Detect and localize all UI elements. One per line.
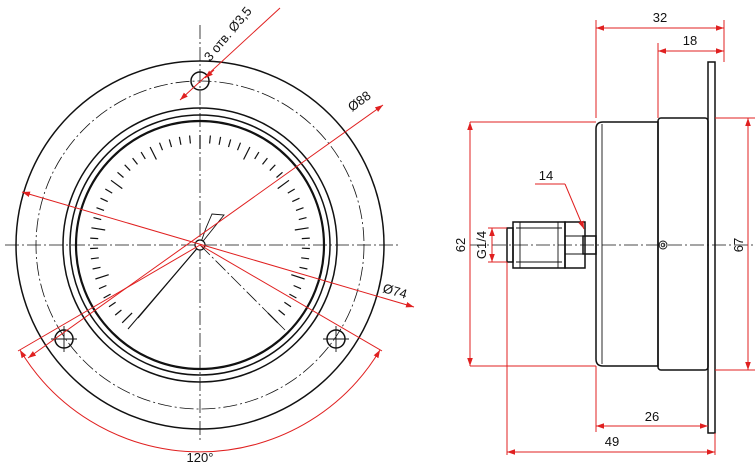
scale-tick <box>262 157 268 165</box>
scale-tick <box>298 217 307 221</box>
scale-tick <box>178 136 182 145</box>
scale-tick <box>287 188 296 194</box>
scale-tick <box>295 207 304 211</box>
angle-ref-left <box>17 244 201 352</box>
scale-tick <box>90 237 99 240</box>
scale-tick <box>269 164 276 172</box>
dim-67-text: 67 <box>731 238 746 252</box>
scale-tick <box>110 179 123 190</box>
angle-arc-120 <box>19 349 381 453</box>
scale-tick <box>108 301 116 308</box>
scale-tick <box>158 142 164 151</box>
scale-tick <box>294 227 309 231</box>
dim-18-text: 18 <box>683 33 697 48</box>
dim-d88-text: Ø88 <box>345 88 374 115</box>
scale-tick <box>218 136 222 145</box>
dim-14-text: 14 <box>539 168 553 183</box>
scale-tick <box>301 237 310 240</box>
scale-tick <box>301 257 310 260</box>
scale-tick <box>121 312 133 324</box>
scale-tick <box>299 266 308 270</box>
scale-tick <box>91 227 106 231</box>
dim-d74-text: Ø74 <box>381 280 409 301</box>
scale-tick <box>278 309 286 316</box>
scale-tick <box>95 274 109 280</box>
scale-tick <box>96 207 105 211</box>
scale-tick <box>132 157 138 165</box>
rear-screw-icon <box>658 240 668 250</box>
scale-tick <box>277 179 290 190</box>
gauge-pointer <box>127 213 225 330</box>
dim-thread-text: G1/4 <box>474 231 489 259</box>
scale-tick <box>254 151 260 160</box>
scale-tick <box>93 217 102 221</box>
scale-tick <box>100 197 108 203</box>
scale-tick <box>114 309 122 316</box>
scale-tick <box>243 146 251 160</box>
scale-tick <box>92 266 101 270</box>
hole-note-text: 3 отв. Ø3,5 <box>201 4 255 64</box>
dim-32-text: 32 <box>653 10 667 25</box>
dim-49-text: 49 <box>605 434 619 449</box>
scale-tick <box>149 146 157 160</box>
scale-tick <box>117 171 124 178</box>
dim-26-text: 26 <box>645 409 659 424</box>
side-view: 32 18 62 67 G1/4 14 26 49 <box>453 10 755 455</box>
scale-tick <box>292 197 300 203</box>
angle-label-120: 120° <box>187 450 214 465</box>
bezel-ring <box>657 117 709 371</box>
scale-tick <box>291 274 305 280</box>
hex-leader <box>564 183 585 230</box>
scale-tick <box>104 188 113 194</box>
scale-tick <box>124 164 131 172</box>
front-view: 3 отв. Ø3,5 Ø88 Ø74 120° <box>5 4 415 465</box>
front-flange-plate <box>707 61 716 434</box>
scale-tick <box>227 139 232 148</box>
hole-note-leader <box>179 7 281 101</box>
scale-tick <box>140 151 146 160</box>
scale-tick <box>236 142 242 151</box>
scale-tick <box>209 135 211 144</box>
scale-tick <box>284 301 292 308</box>
dim-line-d74 <box>21 191 415 308</box>
scale-tick <box>98 284 107 290</box>
scale-tick <box>168 139 173 148</box>
case-body <box>595 121 659 367</box>
scale-tick <box>90 257 99 260</box>
mount-hole-top <box>190 71 210 91</box>
process-connection <box>506 221 597 269</box>
angle-ref-right <box>199 244 383 352</box>
scale-tick <box>189 135 191 144</box>
dim-62-text: 62 <box>453 238 468 252</box>
scale-tick <box>293 284 302 290</box>
